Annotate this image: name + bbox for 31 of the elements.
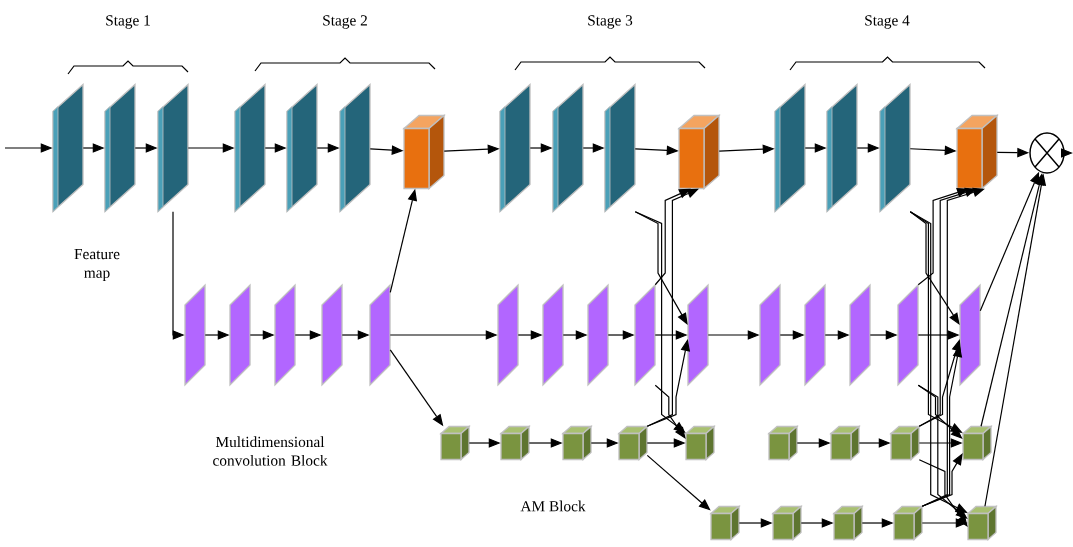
- arrow: [917, 384, 968, 519]
- arrow: [646, 454, 711, 511]
- multiply-circle: [1029, 132, 1065, 174]
- arrow: [654, 384, 686, 439]
- feature-map-panel: [499, 83, 531, 213]
- caption-text: Feature map: [74, 249, 120, 281]
- stage-label: Stage 4: [865, 15, 910, 29]
- feature-map-panel: [234, 83, 266, 213]
- stage-label: Stage 3: [588, 15, 633, 29]
- stage-label: Stage 1: [106, 15, 150, 29]
- arrow: [634, 211, 688, 325]
- caption-text: Multidimensional convolution Block: [213, 436, 328, 466]
- feature-map-panel: [604, 83, 636, 213]
- feature-map-panel: [52, 83, 84, 213]
- feature-map-panel: [157, 83, 189, 213]
- feature-map-panel: [774, 83, 806, 213]
- arrow: [921, 187, 985, 507]
- feature-map-panel: [104, 83, 136, 213]
- arrow: [921, 453, 963, 507]
- arrow: [909, 211, 960, 325]
- feature-map-panel: [286, 83, 318, 213]
- caption-text: AM Block: [520, 500, 586, 512]
- arrow: [634, 211, 686, 433]
- feature-map-panel: [339, 83, 371, 213]
- stage-label: Stage 2: [323, 15, 367, 29]
- feature-map-panel: [826, 83, 858, 213]
- feature-map-panel: [879, 83, 911, 213]
- arrow: [646, 188, 699, 427]
- arrow: [918, 459, 968, 527]
- arrow: [917, 384, 963, 439]
- feature-map-panel: [552, 83, 584, 213]
